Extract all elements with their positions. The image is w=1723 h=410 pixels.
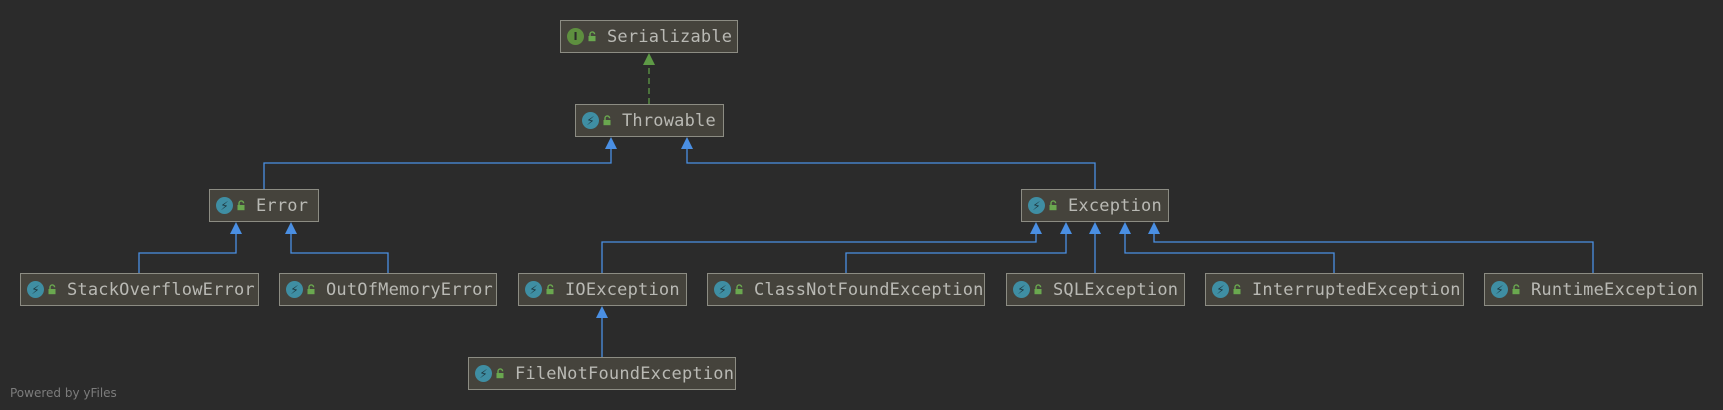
extends-arrowhead: [285, 222, 297, 234]
exception-class-icon-glyph: ⚡: [479, 366, 488, 381]
exception-class-icon-glyph: ⚡: [1495, 282, 1504, 297]
node-label: InterruptedException: [1252, 279, 1461, 300]
exception-class-icon: ⚡: [582, 112, 599, 129]
extends-arrowhead: [1119, 222, 1131, 234]
node-error[interactable]: ⚡ Error: [209, 189, 319, 222]
node-filenotfoundexception[interactable]: ⚡ FileNotFoundException: [468, 357, 736, 390]
exception-class-icon-glyph: ⚡: [31, 282, 40, 297]
exception-class-icon: ⚡: [216, 197, 233, 214]
extends-arrowhead: [681, 137, 693, 149]
exception-class-icon: ⚡: [286, 281, 303, 298]
node-label: ClassNotFoundException: [754, 279, 984, 300]
public-access-icon: [307, 284, 315, 295]
node-exception[interactable]: ⚡ Exception: [1021, 189, 1169, 222]
exception-class-icon: ⚡: [1028, 197, 1045, 214]
edge-classnotfoundexception-to-exception: [845, 222, 1072, 273]
powered-by-footer: Powered by yFiles: [10, 386, 117, 400]
node-outofmemoryerror[interactable]: ⚡ OutOfMemoryError: [279, 273, 497, 306]
extends-arrowhead: [1060, 222, 1072, 234]
edge-ioexception-to-exception: [601, 222, 1042, 273]
exception-class-icon-glyph: ⚡: [220, 198, 229, 213]
public-access-icon: [1233, 284, 1241, 295]
node-label: Exception: [1068, 195, 1162, 216]
public-access-icon: [1512, 284, 1520, 295]
exception-class-icon: ⚡: [475, 365, 492, 382]
exception-class-icon-glyph: ⚡: [718, 282, 727, 297]
extends-arrowhead: [605, 137, 617, 149]
extends-arrowhead: [1148, 222, 1160, 234]
edge-stackoverflowerror-to-error: [138, 222, 242, 273]
edge-filenotfoundexception-to-ioexception: [596, 306, 608, 357]
extends-arrowhead: [1089, 222, 1101, 234]
exception-class-icon-glyph: ⚡: [290, 282, 299, 297]
extends-line: [1124, 232, 1335, 273]
extends-line: [138, 232, 237, 273]
exception-class-icon: ⚡: [1212, 281, 1229, 298]
edge-exception-to-throwable: [681, 137, 1096, 189]
node-label: Throwable: [622, 110, 716, 131]
public-access-icon: [546, 284, 554, 295]
extends-line: [1153, 232, 1594, 273]
extends-arrowhead: [596, 306, 608, 318]
public-access-icon: [496, 368, 504, 379]
exception-class-icon-glyph: ⚡: [1017, 282, 1026, 297]
exception-class-icon: ⚡: [1491, 281, 1508, 298]
edge-throwable-to-serializable: [643, 53, 655, 104]
public-access-icon: [603, 115, 611, 126]
exception-class-icon-glyph: ⚡: [1032, 198, 1041, 213]
implements-arrowhead: [643, 53, 655, 65]
extends-line: [601, 232, 1037, 273]
exception-class-icon: ⚡: [714, 281, 731, 298]
node-throwable[interactable]: ⚡ Throwable: [575, 104, 724, 137]
node-label: RuntimeException: [1531, 279, 1698, 300]
interface-icon: I: [567, 28, 584, 45]
edge-runtimeexception-to-exception: [1148, 222, 1594, 273]
exception-class-icon: ⚡: [27, 281, 44, 298]
exception-class-icon-glyph: ⚡: [1216, 282, 1225, 297]
extends-line: [290, 232, 389, 273]
node-sqlexception[interactable]: ⚡ SQLException: [1006, 273, 1185, 306]
exception-class-icon: ⚡: [525, 281, 542, 298]
extends-arrowhead: [1030, 222, 1042, 234]
node-classnotfoundexception[interactable]: ⚡ ClassNotFoundException: [707, 273, 985, 306]
node-label: OutOfMemoryError: [326, 279, 493, 300]
extends-arrowhead: [230, 222, 242, 234]
public-access-icon: [1049, 200, 1057, 211]
extends-line: [686, 147, 1096, 189]
edge-outofmemoryerror-to-error: [285, 222, 389, 273]
extends-line: [845, 232, 1067, 273]
node-label: SQLException: [1053, 279, 1179, 300]
node-label: FileNotFoundException: [515, 363, 735, 384]
node-interruptedexception[interactable]: ⚡ InterruptedException: [1205, 273, 1464, 306]
node-label: Serializable: [607, 26, 733, 47]
edge-sqlexception-to-exception: [1089, 222, 1101, 273]
public-access-icon: [588, 31, 596, 42]
extends-line: [263, 147, 612, 189]
public-access-icon: [48, 284, 56, 295]
public-access-icon: [735, 284, 743, 295]
exception-class-icon-glyph: ⚡: [529, 282, 538, 297]
node-label: StackOverflowError: [67, 279, 255, 300]
exception-class-icon-glyph: ⚡: [586, 113, 595, 128]
exception-class-icon: ⚡: [1013, 281, 1030, 298]
node-serializable[interactable]: I Serializable: [560, 20, 738, 53]
public-access-icon: [1034, 284, 1042, 295]
edge-interruptedexception-to-exception: [1119, 222, 1335, 273]
node-runtimeexception[interactable]: ⚡ RuntimeException: [1484, 273, 1703, 306]
public-access-icon: [237, 200, 245, 211]
node-label: Error: [256, 195, 309, 216]
edge-error-to-throwable: [263, 137, 617, 189]
node-stackoverflowerror[interactable]: ⚡ StackOverflowError: [20, 273, 259, 306]
node-label: IOException: [565, 279, 680, 300]
node-ioexception[interactable]: ⚡ IOException: [518, 273, 687, 306]
interface-icon-glyph: I: [573, 30, 578, 43]
